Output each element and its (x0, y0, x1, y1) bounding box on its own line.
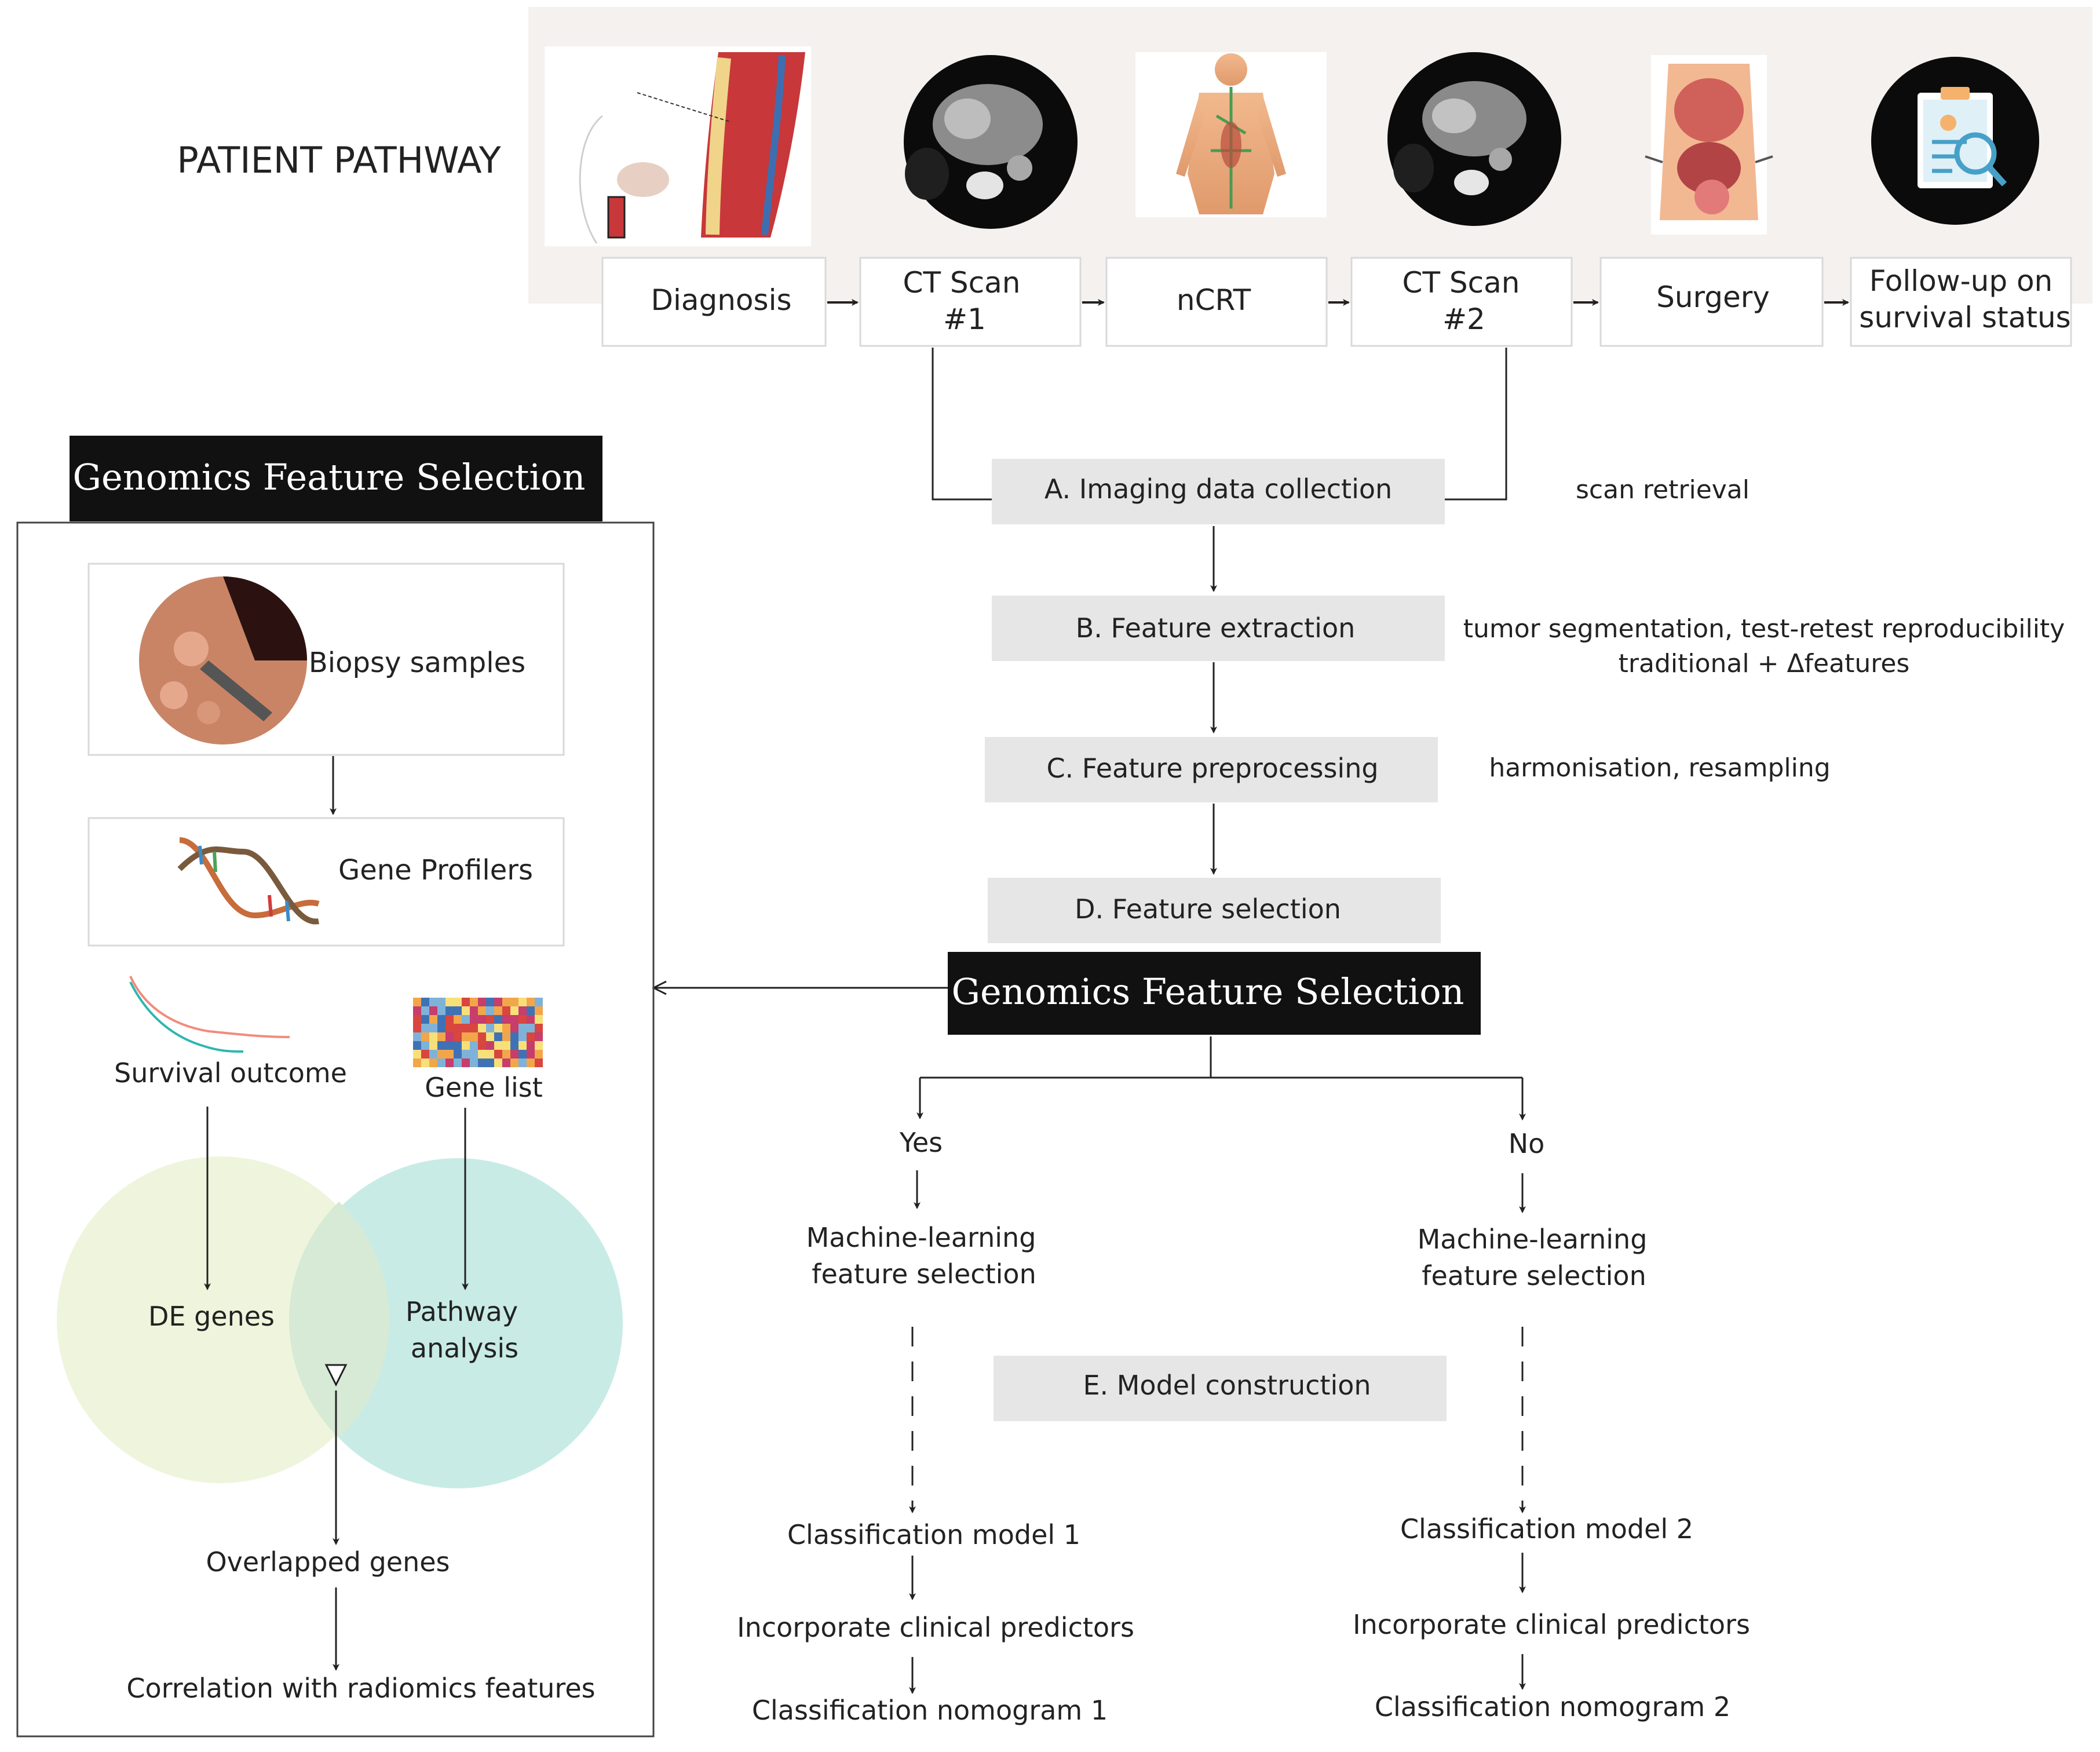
biopsy-samples-box: Biopsy samples (87, 563, 565, 756)
classification-nomogram-1: Classification nomogram 1 (752, 1695, 1108, 1726)
left-genomics-panel (16, 521, 655, 1738)
ml-selection-right-line1: Machine-learning (1418, 1224, 1648, 1255)
svg-text:#1: #1 (943, 302, 986, 336)
gene-profilers-label: Gene Profilers (338, 854, 533, 886)
svg-text:Genomics Feature Selection: Genomics Feature Selection (73, 456, 586, 498)
surgery-organs-illustration (1645, 55, 1773, 235)
gene-list-label: Gene list (425, 1072, 543, 1103)
svg-text:CT Scan: CT Scan (1403, 266, 1520, 300)
dna-icon (177, 837, 320, 925)
branch-lines (909, 1036, 1526, 1694)
survival-curve-icon (129, 976, 290, 1053)
classification-nomogram-2: Classification nomogram 2 (1375, 1691, 1730, 1722)
anatomy-illustration (545, 46, 811, 246)
note-segmentation: tumor segmentation, test-retest reproduc… (1463, 614, 2065, 644)
ml-selection-left-line1: Machine-learning (806, 1222, 1036, 1253)
pathway-analysis-label-2: analysis (411, 1333, 518, 1364)
svg-text:E. Model construction: E. Model construction (1083, 1370, 1371, 1401)
classification-model-1: Classification model 1 (787, 1519, 1080, 1550)
step-b-feature-extraction: B. Feature extraction (992, 596, 1445, 661)
svg-text:D. Feature selection: D. Feature selection (1075, 893, 1341, 925)
venn-de-genes-circle (57, 1156, 384, 1483)
svg-text:CT Scan: CT Scan (903, 266, 1021, 300)
pathway-step-ct-scan-2: CT Scan #2 (1350, 257, 1573, 347)
step-a-imaging-data-collection: A. Imaging data collection (992, 459, 1445, 524)
note-harmonisation: harmonisation, resampling (1489, 753, 1830, 783)
note-scan-retrieval: scan retrieval (1576, 475, 1750, 505)
survival-outcome-label: Survival outcome (114, 1057, 347, 1089)
overlap-triangle-marker (324, 1364, 348, 1387)
svg-text:Diagnosis: Diagnosis (651, 283, 791, 317)
gene-profilers-box: Gene Profilers (87, 817, 565, 947)
gene-list-heatmap-icon (413, 998, 543, 1067)
human-body-illustration (1135, 52, 1327, 217)
pathway-analysis-label-1: Pathway (406, 1296, 518, 1327)
ml-selection-right-line2: feature selection (1422, 1260, 1646, 1291)
venn-pathway-circle (293, 1158, 623, 1488)
ml-selection-left-line2: feature selection (812, 1258, 1036, 1290)
note-delta-features: traditional + Δfeatures (1619, 649, 1910, 678)
branch-yes: Yes (899, 1127, 943, 1158)
venn-overlap (289, 1202, 390, 1438)
svg-text:Surgery: Surgery (1656, 280, 1770, 314)
left-genomics-header: Genomics Feature Selection (70, 436, 602, 521)
clinical-predictors-left: Incorporate clinical predictors (737, 1612, 1134, 1643)
svg-text:B. Feature extraction: B. Feature extraction (1076, 612, 1356, 644)
left-panel-arrows (204, 1107, 469, 1671)
svg-text:survival status: survival status (1859, 301, 2070, 334)
svg-text:A. Imaging data collection: A. Imaging data collection (1044, 473, 1392, 505)
pathway-step-surgery: Surgery (1599, 257, 1824, 347)
follow-up-clipboard-icon (1871, 57, 2039, 225)
step-e-model-construction: E. Model construction (994, 1356, 1447, 1421)
pathway-step-ncrt: nCRT (1105, 257, 1328, 347)
de-genes-label: DE genes (148, 1301, 275, 1332)
step-d-feature-selection: D. Feature selection (988, 878, 1441, 943)
pathway-step-ct-scan-1: CT Scan #1 (859, 257, 1082, 347)
pathway-title: PATIENT PATHWAY (177, 139, 501, 181)
svg-text:C. Feature preprocessing: C. Feature preprocessing (1046, 753, 1378, 784)
branch-no: No (1509, 1128, 1545, 1159)
pathway-step-diagnosis: Diagnosis (601, 257, 827, 347)
overlapped-genes-label: Overlapped genes (206, 1546, 450, 1578)
step-c-feature-preprocessing: C. Feature preprocessing (985, 737, 1438, 802)
biopsy-samples-label: Biopsy samples (309, 647, 525, 679)
svg-text:Genomics Feature Selection: Genomics Feature Selection (952, 970, 1464, 1013)
svg-text:Follow-up on: Follow-up on (1869, 264, 2052, 298)
svg-text:#2: #2 (1442, 302, 1485, 336)
pathway-step-follow-up: Follow-up on survival status (1850, 257, 2072, 347)
ct-to-imaging-connectors (932, 348, 1507, 501)
correlation-radiomics-label: Correlation with radiomics features (126, 1673, 595, 1704)
ct-scan-image-2 (1387, 52, 1561, 226)
classification-model-2: Classification model 2 (1400, 1513, 1693, 1545)
genomics-feature-selection-box: Genomics Feature Selection (948, 952, 1481, 1035)
ct-scan-image-1 (904, 55, 1078, 229)
clinical-predictors-right: Incorporate clinical predictors (1353, 1609, 1750, 1640)
svg-text:nCRT: nCRT (1177, 283, 1251, 317)
